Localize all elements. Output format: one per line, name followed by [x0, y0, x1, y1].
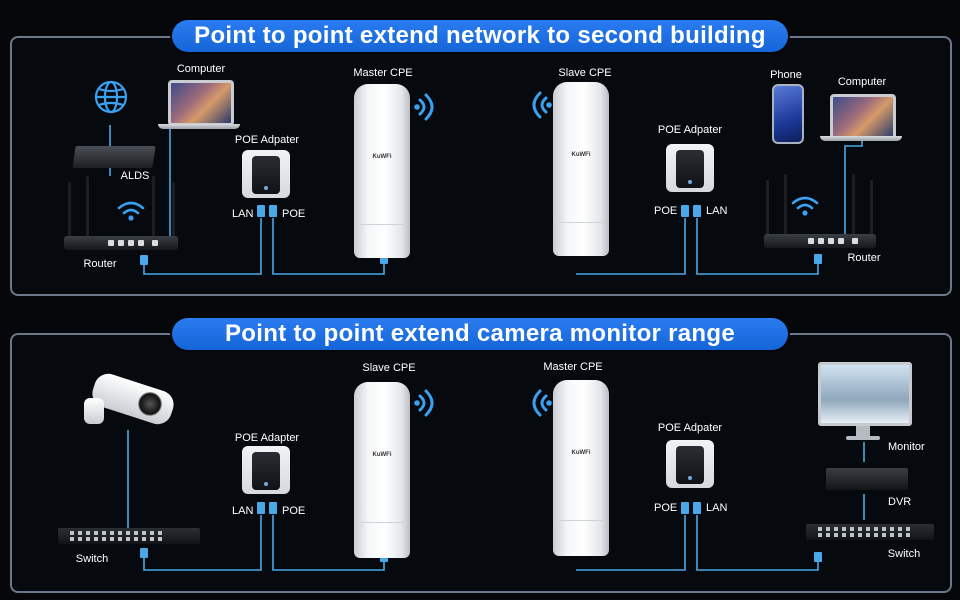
slave-cpe-label: Slave CPE [362, 362, 416, 374]
wifi-signal-icon [532, 91, 552, 119]
camera-mount [84, 398, 104, 424]
wifi-signal-icon [414, 389, 434, 417]
monitor-stand [856, 426, 870, 436]
laptop-base [158, 124, 240, 129]
laptop-base [820, 136, 902, 141]
router-antenna [784, 174, 787, 236]
router-antenna [870, 180, 873, 236]
camera-lens [138, 392, 162, 416]
slave-cpe: KuWFi [553, 82, 609, 256]
master-cpe: KuWFi [354, 84, 410, 258]
network-extension-title: Point to point extend network to second … [172, 20, 788, 52]
wifi-icon [791, 196, 819, 216]
slave-cpe-label: Slave CPE [558, 67, 612, 79]
poe-port-label: POE [282, 208, 306, 220]
master-cpe-label: Master CPE [543, 361, 603, 373]
brand-logo: KuWFi [571, 152, 591, 158]
poe-adapter-left [242, 150, 290, 198]
poe-adapter-left [242, 446, 290, 494]
slave-cpe: KuWFi [354, 382, 410, 558]
phone [772, 84, 804, 144]
wifi-icon [117, 201, 145, 221]
poe-adapter-right-label: POE Adpater [657, 124, 723, 136]
poe-adapter-right [666, 144, 714, 192]
router-antenna [86, 176, 89, 238]
computer-right [830, 94, 896, 140]
phone-label: Phone [770, 69, 802, 81]
poe-adapter-right-label: POE Adpater [657, 422, 723, 434]
poe-port-label: POE [654, 502, 678, 514]
monitor-label: Monitor [888, 441, 925, 453]
globe-icon [94, 80, 128, 114]
router-antenna [68, 182, 71, 238]
brand-logo: KuWFi [372, 154, 392, 160]
master-cpe-label: Master CPE [353, 67, 413, 79]
switch-left-label: Switch [75, 553, 109, 565]
brand-logo: KuWFi [372, 452, 392, 458]
switch-right [806, 524, 934, 540]
poe-adapter-right [666, 440, 714, 488]
poe-adapter-left-label: POE Adapter [234, 432, 300, 444]
router-left-label: Router [83, 258, 117, 270]
lan-port-label: LAN [706, 502, 728, 514]
monitor-base [846, 436, 880, 440]
alds-modem [72, 146, 156, 168]
camera-extension-title: Point to point extend camera monitor ran… [172, 318, 788, 350]
brand-logo: KuWFi [571, 450, 591, 456]
master-cpe: KuWFi [553, 380, 609, 556]
lan-port-label: LAN [232, 208, 254, 220]
dvr-label: DVR [888, 496, 912, 508]
computer-left-label: Computer [176, 63, 226, 75]
poe-port-label: POE [654, 205, 678, 217]
wifi-signal-icon [532, 389, 552, 417]
router-antenna [852, 174, 855, 236]
router-right [764, 234, 876, 248]
switch-left [58, 528, 200, 544]
lan-port-label: LAN [706, 205, 728, 217]
poe-adapter-left-label: POE Adpater [234, 134, 300, 146]
monitor [818, 362, 912, 426]
router-left [64, 236, 178, 250]
router-antenna [152, 176, 155, 238]
dvr [826, 468, 908, 490]
router-right-label: Router [847, 252, 881, 264]
computer-left [168, 80, 234, 126]
alds-label: ALDS [120, 170, 150, 182]
router-antenna [172, 182, 175, 238]
switch-right-label: Switch [887, 548, 921, 560]
poe-port-label: POE [282, 505, 306, 517]
camera-extension-panel [10, 333, 952, 593]
lan-port-label: LAN [232, 505, 254, 517]
router-antenna [766, 180, 769, 236]
wifi-signal-icon [414, 93, 434, 121]
computer-right-label: Computer [837, 76, 887, 88]
